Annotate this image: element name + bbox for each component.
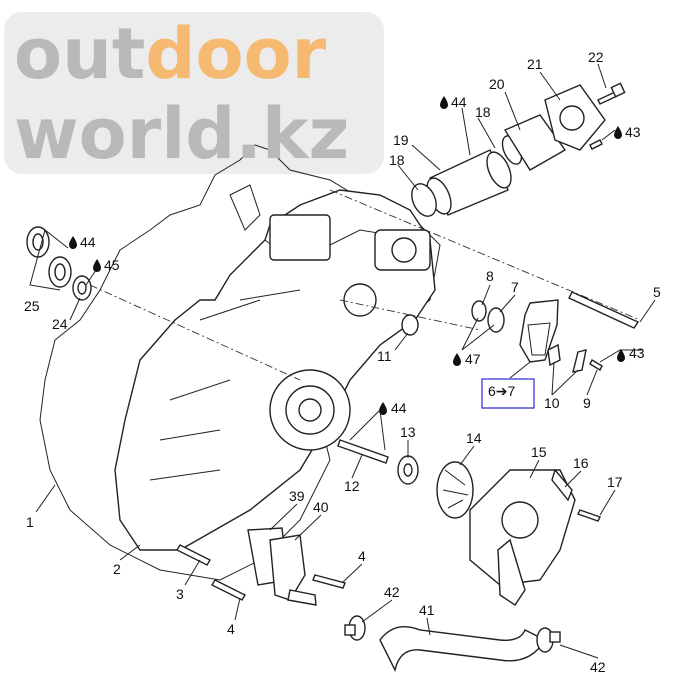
water-pump-cover-15 [469, 469, 576, 606]
bearings-25 [26, 226, 72, 288]
clamp-42b [536, 627, 561, 653]
watermark-line-1: outdoor [14, 13, 327, 95]
callout-14: 14 [466, 430, 482, 446]
callout-10: 10 [544, 395, 560, 411]
bolt-3 [176, 544, 211, 566]
seal-8 [471, 300, 487, 322]
callout-24: 24 [52, 316, 68, 332]
lube-drop-icon [440, 96, 448, 109]
sleeve-19 [411, 135, 523, 217]
callout-42: 42 [590, 659, 606, 675]
lube-drop-icon [453, 353, 461, 366]
bolt-4a [312, 574, 346, 589]
callout-12: 12 [344, 478, 360, 494]
bolt-17 [577, 509, 601, 522]
lube-drop-icon [617, 349, 625, 362]
callout-11: 11 [377, 348, 392, 364]
callout-2: 2 [113, 561, 121, 577]
lube-drop-icon [93, 259, 101, 272]
lube-icons [69, 96, 625, 415]
callout-43: 43 [625, 124, 641, 140]
callout-8: 8 [486, 268, 494, 284]
callout-18: 18 [389, 152, 405, 168]
engine-housing [114, 189, 436, 551]
lube-drop-icon [69, 236, 77, 249]
callout-44: 44 [391, 400, 407, 416]
callout-39: 39 [289, 488, 305, 504]
callout-1: 1 [26, 514, 34, 530]
sensor-40 [269, 534, 317, 606]
leader-lines [29, 63, 656, 659]
kit-box-label: 6➔7 [488, 383, 516, 399]
seal-11 [401, 314, 419, 336]
watermark-world: world [14, 93, 235, 175]
callout-22: 22 [588, 49, 604, 65]
callout-5: 5 [653, 284, 661, 300]
callout-19: 19 [393, 132, 409, 148]
callout-17: 17 [607, 474, 623, 490]
thermostat-cover-21 [544, 84, 606, 151]
watermark-out: out [14, 13, 145, 95]
watermark-kz: kz [262, 93, 349, 175]
watermark-door: door [145, 13, 326, 95]
callout-45: 45 [104, 257, 120, 273]
callout-40: 40 [313, 499, 329, 515]
watermark-dot: . [235, 93, 262, 175]
callout-43: 43 [629, 345, 645, 361]
screw-43a [589, 139, 603, 150]
callout-21: 21 [527, 56, 543, 72]
callout-4: 4 [358, 548, 366, 564]
sensor-6 [519, 299, 559, 363]
callout-16: 16 [573, 455, 589, 471]
callout-42: 42 [384, 584, 400, 600]
callout-44: 44 [80, 234, 96, 250]
callout-13: 13 [400, 424, 416, 440]
callout-25: 25 [24, 298, 40, 314]
callout-18: 18 [475, 104, 491, 120]
kit-box: 6➔7 [481, 378, 535, 409]
gasket-16 [551, 468, 573, 502]
bolt-4b [211, 579, 246, 601]
callout-9: 9 [583, 395, 591, 411]
callout-47: 47 [465, 351, 481, 367]
watermark-backdrop [4, 12, 384, 174]
callout-41: 41 [419, 602, 435, 618]
callout-7: 7 [511, 279, 519, 295]
callout-44: 44 [451, 94, 467, 110]
seal-24 [72, 275, 92, 301]
lube-drop-icon [379, 402, 387, 415]
shaft-12 [337, 439, 389, 464]
callout-4: 4 [227, 621, 235, 637]
screw-9 [589, 359, 603, 371]
watermark: outdoor world.kz [14, 13, 349, 175]
callout-labels: 22 21 20 44 18 43 19 18 44 45 25 24 8 7 … [24, 49, 661, 675]
callout-3: 3 [176, 586, 184, 602]
clip-10 [547, 343, 587, 373]
seal-13 [397, 455, 419, 485]
clamp-42a [344, 615, 366, 641]
callout-15: 15 [531, 444, 547, 460]
lube-drop-icon [614, 126, 622, 139]
bolt-5 [568, 291, 640, 329]
hose-41 [379, 626, 546, 673]
bolt-22 [597, 82, 626, 105]
watermark-line-2: world.kz [14, 93, 349, 175]
impeller-14 [436, 461, 474, 519]
callout-20: 20 [489, 76, 505, 92]
